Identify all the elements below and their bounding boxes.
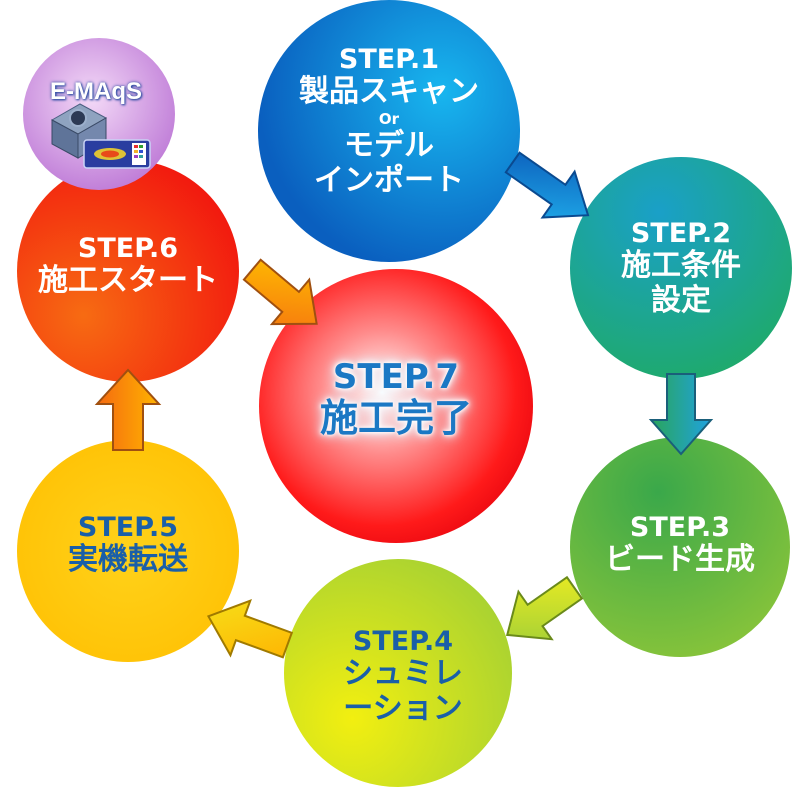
arrow-step2-to-step3 [648, 373, 714, 456]
step1-circle [258, 0, 520, 262]
step7-head: STEP.7 [332, 357, 460, 397]
step2-circle [570, 157, 792, 379]
step1-line3: モデル [344, 128, 434, 164]
step7-circle [259, 269, 533, 543]
arrow-step5-to-step6 [94, 368, 162, 451]
device-label: E-MAqS [50, 78, 142, 105]
step1-head: STEP.1 [338, 44, 440, 75]
step2-line2: 設定 [651, 282, 711, 318]
step5-circle [17, 440, 239, 662]
step2-head: STEP.2 [630, 218, 732, 249]
step7-label: STEP.7 施工完了 [296, 357, 496, 441]
step4-head: STEP.4 [352, 626, 454, 657]
step3-head: STEP.3 [629, 512, 731, 543]
step2-line1: 施工条件 [621, 248, 741, 284]
step2-label: STEP.2 施工条件 設定 [591, 218, 771, 318]
arrow-step1-to-step2 [504, 151, 590, 219]
step4-label: STEP.4 シュミレ ーション [318, 626, 488, 726]
step6-circle [17, 160, 239, 382]
step6-label: STEP.6 施工スタート [28, 233, 228, 299]
step5-label: STEP.5 実機転送 [38, 512, 218, 578]
step3-line1: ビード生成 [605, 542, 755, 578]
step6-head: STEP.6 [77, 233, 179, 264]
step5-line1: 実機転送 [68, 542, 188, 578]
arrow-step6-to-step7 [242, 258, 318, 326]
step1-line2: Or [378, 109, 400, 128]
device-illustration [50, 103, 151, 169]
arrow-step3-to-step4 [505, 575, 584, 641]
step4-line1: シュミレ [343, 656, 463, 692]
step4-circle [284, 559, 512, 787]
step6-line1: 施工スタート [38, 263, 218, 299]
step3-circle [570, 437, 790, 657]
step4-line2: ーション [343, 690, 463, 726]
step1-label: STEP.1 製品スキャン Or モデル インポート [279, 44, 499, 198]
step1-line1: 製品スキャン [299, 74, 479, 110]
step1-line4: インポート [314, 162, 464, 198]
arrow-step4-to-step5 [206, 599, 294, 659]
step7-line1: 施工完了 [319, 396, 472, 441]
step3-label: STEP.3 ビード生成 [590, 512, 770, 578]
step5-head: STEP.5 [77, 512, 179, 543]
